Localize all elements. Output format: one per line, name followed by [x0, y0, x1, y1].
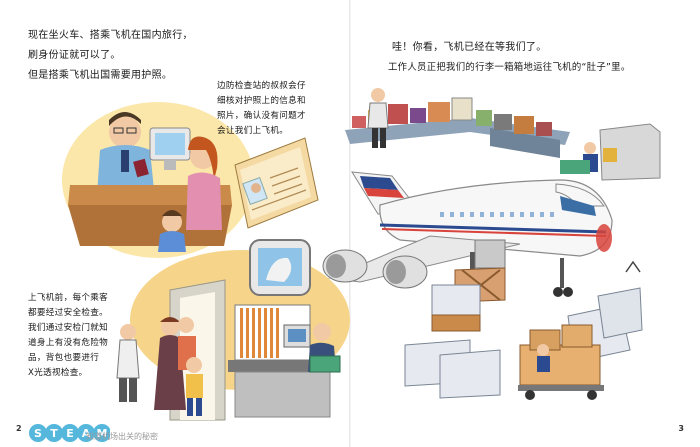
security-caption-line-5: 品，背包也要进行	[28, 353, 100, 363]
page-gutter	[349, 0, 351, 447]
security-check-caption: 上飞机前，每个乘客 都要经过安全检查。 我们通过安检门就知 道身上有没有危险物 …	[28, 291, 108, 381]
svg-text:E: E	[66, 427, 74, 440]
right-intro-line-2: 工作人员正把我们的行李一箱箱地运往飞机的“肚子”里。	[388, 62, 631, 73]
security-caption-line-1: 上飞机前，每个乘客	[28, 293, 109, 303]
border-caption-line-1: 边防检查站的叔叔会仔	[217, 81, 306, 91]
border-control-caption: 边防检查站的叔叔会仔 细核对护照上的信息和 照片，确认没有问题才 会让我们上飞机…	[217, 79, 306, 139]
cargo-containers-illustration	[404, 260, 643, 400]
security-check-illustration	[116, 239, 350, 421]
border-control-illustration	[62, 102, 254, 258]
page-footer: S T E A M 知道机场出关的秘密 2 3	[0, 421, 700, 447]
border-caption-line-3: 照片，确认没有问题才	[217, 111, 306, 121]
page-number-left: 2	[16, 424, 22, 433]
airplane-illustration	[322, 171, 613, 303]
security-caption-line-3: 我们通过安检门就知	[28, 323, 109, 333]
left-intro-text: 现在坐火车、搭乘飞机在国内旅行， 刷身份证就可以了。 但是搭乘飞机出国需要用护照…	[28, 26, 193, 86]
security-caption-line-2: 都要经过安全检查。	[28, 308, 109, 318]
baggage-conveyor-illustration	[345, 88, 661, 181]
left-intro-line-2: 刷身份证就可以了。	[28, 50, 121, 61]
border-caption-line-4: 会让我们上飞机。	[217, 126, 289, 136]
security-caption-line-6: X光透视检查。	[28, 368, 88, 378]
svg-text:S: S	[34, 427, 42, 440]
left-intro-line-1: 现在坐火车、搭乘飞机在国内旅行，	[28, 30, 193, 41]
svg-text:T: T	[50, 427, 58, 440]
book-title: 知道机场出关的秘密	[86, 432, 158, 441]
right-intro-text: 哇！你看，飞机已经在等我们了。 工作人员正把我们的行李一箱箱地运往飞机的“肚子”…	[388, 38, 631, 78]
security-caption-line-4: 道身上有没有危险物	[28, 338, 109, 348]
passport-illustration	[234, 137, 319, 229]
page-number-right: 3	[678, 424, 684, 433]
border-caption-line-2: 细核对护照上的信息和	[217, 96, 306, 106]
steam-logo: S T E A M	[29, 424, 110, 442]
svg-text:M: M	[97, 427, 108, 440]
right-intro-line-1: 哇！你看，飞机已经在等我们了。	[392, 42, 547, 53]
svg-text:A: A	[82, 427, 91, 440]
left-intro-line-3: 但是搭乘飞机出国需要用护照。	[28, 70, 173, 81]
